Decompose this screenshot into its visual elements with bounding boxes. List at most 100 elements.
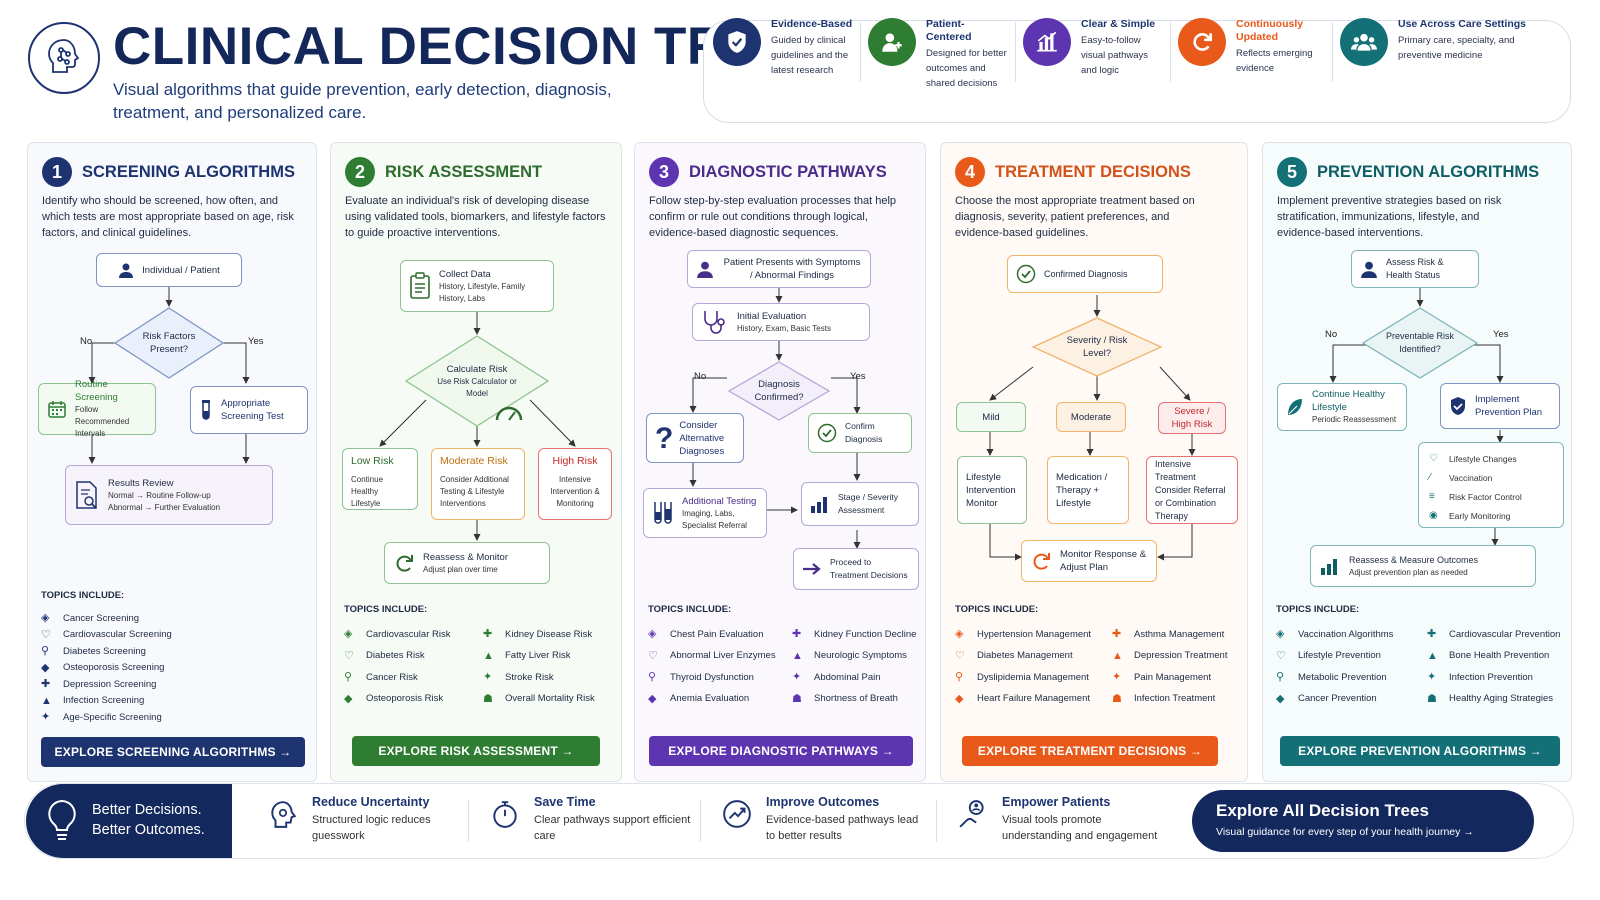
shield-check-icon [1451, 397, 1465, 415]
topic-item[interactable]: ▲Bone Health Prevention [1427, 649, 1550, 662]
topic-icon: ◆ [41, 661, 50, 674]
topic-item[interactable]: ✦Age-Specific Screening [41, 711, 162, 723]
topic-item[interactable]: ◈Chest Pain Evaluation [648, 628, 764, 640]
topic-item[interactable]: ◈Hypertension Management [955, 628, 1092, 640]
topic-item[interactable]: ◆Cancer Prevention [1276, 692, 1377, 705]
topic-item[interactable]: ▲Depression Treatment [1112, 649, 1228, 662]
topic-item[interactable]: ✚Cardiovascular Prevention [1427, 628, 1561, 640]
topic-icon: ◈ [344, 628, 353, 640]
topic-item[interactable]: ⚲Thyroid Dysfunction [648, 671, 754, 683]
check-circle-icon [817, 423, 837, 443]
topic-icon: ⚲ [1276, 671, 1285, 683]
implement-prevention-node: Implement Prevention Plan [1440, 383, 1560, 429]
topic-item[interactable]: ✦Abdominal Pain [792, 671, 881, 683]
topic-item[interactable]: ▲Fatty Liver Risk [483, 649, 571, 662]
mild-node: Mild [956, 402, 1026, 432]
topic-item[interactable]: ✦Pain Management [1112, 671, 1212, 683]
list-item: ⁄Vaccination [1429, 471, 1493, 483]
column-number-badge: 3 [649, 157, 679, 187]
topic-item[interactable]: ▲Infection Screening [41, 694, 145, 707]
topic-icon: ◆ [344, 692, 353, 705]
explore-button-5[interactable]: EXPLORE PREVENTION ALGORITHMS → [1280, 736, 1560, 766]
column-description: Choose the most appropriate treatment ba… [955, 195, 1195, 239]
footer-tagline: Better Decisions. Better Outcomes. [26, 784, 232, 858]
stethoscope-icon [704, 311, 725, 334]
assess-risk-node: Assess Risk & Health Status [1351, 250, 1479, 288]
user-plus-icon [868, 18, 916, 66]
topic-item[interactable]: ☗Infection Treatment [1112, 692, 1216, 705]
topic-icon: ◈ [41, 612, 50, 624]
topic-item[interactable]: ⚲Metabolic Prevention [1276, 671, 1387, 683]
topic-item[interactable]: ♡Abnormal Liver Enzymes [648, 649, 776, 662]
topic-item[interactable]: ✦Infection Prevention [1427, 671, 1533, 683]
brain-tree-logo-icon [28, 22, 100, 94]
feature-divider [1170, 22, 1171, 82]
topic-item[interactable]: ✦Stroke Risk [483, 671, 554, 683]
explore-button-2[interactable]: EXPLORE RISK ASSESSMENT → [352, 736, 600, 766]
topic-icon: ◆ [648, 692, 657, 705]
footer-divider [700, 800, 701, 842]
topic-item[interactable]: ⚲Dyslipidemia Management [955, 671, 1089, 683]
severe-treatment-node: Intensive Treatment Consider Referral or… [1146, 456, 1238, 524]
topic-item[interactable]: ⚲Diabetes Screening [41, 645, 146, 657]
topic-item[interactable]: ♡Cardiovascular Screening [41, 628, 172, 641]
prevention-actions-list: ♡Lifestyle Changes ⁄Vaccination ≡Risk Fa… [1418, 442, 1564, 528]
shield-check-icon [713, 18, 761, 66]
topic-item[interactable]: ⚲Cancer Risk [344, 671, 418, 683]
topic-item[interactable]: ☗Healthy Aging Strategies [1427, 692, 1554, 705]
explore-button-3[interactable]: EXPLORE DIAGNOSTIC PATHWAYS → [649, 736, 913, 766]
topic-item[interactable]: ☗Shortness of Breath [792, 692, 898, 705]
calendar-icon [48, 401, 66, 418]
stopwatch-icon [493, 801, 517, 828]
topic-item[interactable]: ♡Diabetes Management [955, 649, 1073, 662]
topic-item[interactable]: ✚Kidney Disease Risk [483, 628, 593, 640]
heart-pulse-icon: ♡ [1429, 452, 1438, 464]
trend-up-icon [723, 800, 751, 828]
check-circle-icon [1016, 264, 1036, 284]
explore-button-4[interactable]: EXPLORE TREATMENT DECISIONS → [962, 736, 1218, 766]
topic-item[interactable]: ☗Overall Mortality Risk [483, 692, 595, 705]
question-mark-icon: ? [655, 421, 674, 455]
topic-icon: ⚲ [648, 671, 657, 683]
topic-item[interactable]: ✚Asthma Management [1112, 628, 1225, 640]
topic-item[interactable]: ✚Kidney Function Decline [792, 628, 917, 640]
user-icon [1361, 261, 1377, 278]
topic-icon: ✚ [1427, 628, 1437, 640]
topic-item[interactable]: ◆Osteoporosis Screening [41, 661, 165, 674]
list-item: ◉Early Monitoring [1429, 509, 1511, 521]
topic-icon: ✦ [1112, 671, 1122, 683]
topic-icon: ☗ [483, 692, 493, 705]
topics-heading: TOPICS INCLUDE: [41, 590, 125, 601]
topic-item[interactable]: ♡Lifestyle Prevention [1276, 649, 1381, 662]
moderate-node: Moderate [1056, 402, 1126, 432]
topic-item[interactable]: ◈Cardiovascular Risk [344, 628, 451, 640]
topic-icon: ◈ [648, 628, 657, 640]
explore-all-button[interactable]: Explore All Decision Trees Visual guidan… [1192, 790, 1534, 852]
hand-person-icon [959, 800, 984, 828]
topic-item[interactable]: ◆Heart Failure Management [955, 692, 1090, 705]
topic-item[interactable]: ▲Neurologic Symptoms [792, 649, 907, 662]
mild-treatment-node: Lifestyle Intervention Monitor [957, 456, 1027, 524]
column-description: Follow step-by-step evaluation processes… [649, 195, 897, 239]
leaf-icon [1288, 399, 1302, 415]
topic-item[interactable]: ◆Osteoporosis Risk [344, 692, 444, 705]
topic-item[interactable]: ◆Anemia Evaluation [648, 692, 750, 705]
topic-icon: ▲ [483, 649, 494, 662]
explore-button-1[interactable]: EXPLORE SCREENING ALGORITHMS → [41, 737, 305, 767]
refresh-icon [1033, 553, 1050, 570]
topic-item[interactable]: ♡Diabetes Risk [344, 649, 425, 662]
topic-icon: ⚲ [41, 645, 50, 657]
footer-divider [936, 800, 937, 842]
topic-item[interactable]: ◈Cancer Screening [41, 612, 140, 624]
topic-item[interactable]: ✚Depression Screening [41, 678, 157, 690]
topic-item[interactable]: ◈Vaccination Algorithms [1276, 628, 1394, 640]
topic-icon: ◈ [1276, 628, 1285, 640]
column-title: RISK ASSESSMENT [385, 163, 543, 181]
